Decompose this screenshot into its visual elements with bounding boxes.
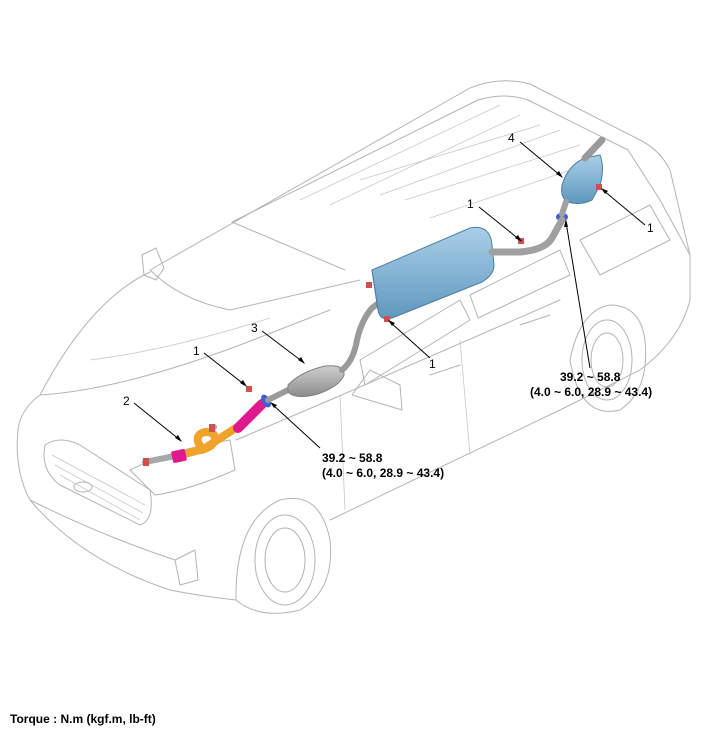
hanger-rear-muffler: [596, 184, 602, 190]
callout-1-left: 1: [193, 344, 200, 358]
tail-pipe: [581, 136, 606, 162]
vehicle-outline: [16, 80, 691, 614]
leader-3: [261, 330, 304, 363]
leader-2: [133, 402, 181, 441]
callout-labels: 1 2 3 1 1 4 1: [123, 131, 654, 408]
arrow-3: [298, 357, 305, 364]
leader-lines: [133, 141, 646, 449]
leader-4: [519, 141, 562, 177]
arrow-torque-front: [270, 402, 277, 408]
catalytic-converter: [287, 365, 345, 398]
callout-1-mid-bottom: 1: [429, 357, 436, 371]
arrow-1-left: [240, 380, 247, 387]
callout-1-right: 1: [647, 221, 654, 235]
hanger-muffler-front: [366, 282, 372, 288]
torque-spec-rear: 39.2 ~ 58.8 (4.0 ~ 6.0, 28.9 ~ 43.4): [530, 370, 652, 399]
hanger-front: [246, 386, 252, 392]
leader-torque-front: [271, 403, 321, 449]
leader-1-mid-bottom: [389, 321, 431, 359]
arrow-torque-rear: [564, 219, 568, 227]
center-pipe-rear: [339, 293, 391, 373]
main-muffler: [371, 226, 495, 320]
leader-1-mid-top: [478, 206, 521, 241]
front-flex-pipe: [171, 449, 187, 463]
torque-spec-front: 39.2 ~ 58.8 (4.0 ~ 6.0, 28.9 ~ 43.4): [322, 451, 444, 480]
muffler-edge: [371, 269, 379, 311]
callout-1-mid-top: 1: [467, 197, 474, 211]
torque-rear-conversion: (4.0 ~ 6.0, 28.9 ~ 43.4): [530, 385, 652, 399]
exhaust-components: [142, 136, 606, 466]
arrow-1-mid-bottom: [388, 320, 395, 326]
leader-1-left: [203, 352, 246, 386]
manifold-stud-left: [143, 458, 149, 466]
front-pipe: [176, 418, 249, 459]
hanger-muffler-bottom: [384, 316, 390, 322]
arrow-1-right: [601, 188, 608, 194]
callout-2: 2: [123, 394, 130, 408]
arrow-1-mid-top: [515, 235, 522, 242]
torque-front-value: 39.2 ~ 58.8: [322, 451, 383, 465]
rear-muffler-inlet: [559, 199, 569, 217]
mid-flex-pipe: [233, 399, 267, 433]
manifold-stud-right: [209, 424, 215, 432]
leader-1-right: [602, 189, 646, 226]
torque-units-note: Torque : N.m (kgf.m, lb-ft): [10, 712, 156, 726]
callout-3: 3: [251, 321, 258, 335]
arrow-4: [556, 171, 563, 178]
torque-front-conversion: (4.0 ~ 6.0, 28.9 ~ 43.4): [322, 466, 444, 480]
rear-connecting-pipe: [488, 216, 566, 256]
arrow-2: [175, 435, 182, 442]
rear-muffler: [561, 154, 603, 205]
torque-rear-value: 39.2 ~ 58.8: [560, 370, 621, 384]
leader-torque-rear: [565, 221, 591, 369]
callout-4: 4: [508, 131, 515, 145]
